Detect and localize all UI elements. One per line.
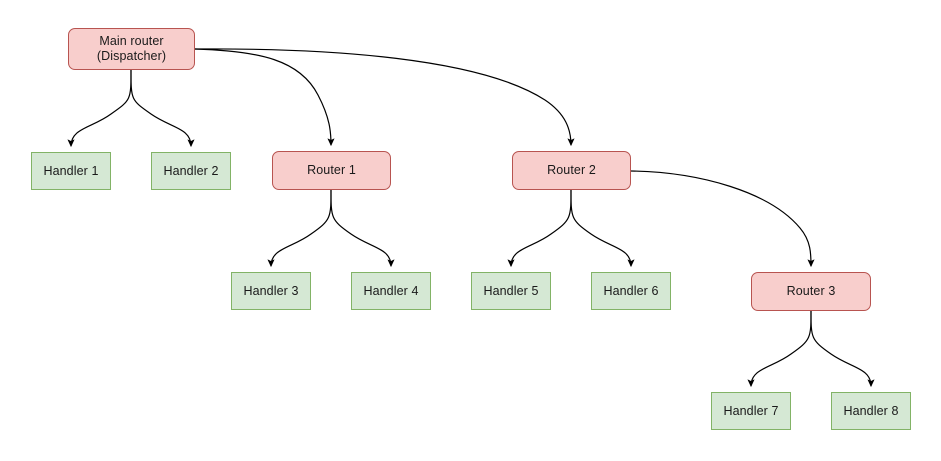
edge-router-1-to-handler-3 [267, 189, 332, 268]
node-label-handler-5: Handler 5 [483, 283, 539, 298]
edge-router-1-to-handler-4 [330, 189, 395, 268]
edge-router-2-to-handler-5 [507, 189, 572, 268]
node-main-router[interactable]: Main router (Dispatcher) [68, 28, 195, 70]
edge-router-2-to-handler-6 [570, 189, 635, 268]
node-router-2[interactable]: Router 2 [512, 151, 631, 190]
node-handler-3[interactable]: Handler 3 [231, 272, 311, 310]
node-label-handler-1: Handler 1 [43, 163, 99, 178]
edge-main-to-router-1 [194, 48, 335, 147]
node-label-router-2: Router 2 [547, 163, 596, 177]
node-label-handler-4: Handler 4 [363, 283, 419, 298]
edge-router-2-to-router-3 [630, 170, 815, 268]
edge-router-3-to-handler-8 [810, 310, 875, 388]
node-label-router-1: Router 1 [307, 163, 356, 177]
node-handler-1[interactable]: Handler 1 [31, 152, 111, 190]
node-handler-8[interactable]: Handler 8 [831, 392, 911, 430]
node-label-handler-7: Handler 7 [723, 403, 779, 418]
edge-main-to-router-2 [194, 48, 575, 147]
node-handler-4[interactable]: Handler 4 [351, 272, 431, 310]
node-router-3[interactable]: Router 3 [751, 272, 871, 311]
node-label-handler-8: Handler 8 [843, 403, 899, 418]
edge-main-to-handler-2 [130, 69, 195, 148]
node-handler-2[interactable]: Handler 2 [151, 152, 231, 190]
node-label-handler-6: Handler 6 [603, 283, 659, 298]
node-label-main-router: Main router (Dispatcher) [96, 34, 167, 63]
node-label-handler-3: Handler 3 [243, 283, 299, 298]
node-handler-5[interactable]: Handler 5 [471, 272, 551, 310]
edge-router-3-to-handler-7 [747, 310, 812, 388]
node-router-1[interactable]: Router 1 [272, 151, 391, 190]
node-label-router-3: Router 3 [786, 284, 836, 298]
edge-main-to-handler-1 [67, 69, 132, 148]
node-handler-6[interactable]: Handler 6 [591, 272, 671, 310]
node-handler-7[interactable]: Handler 7 [711, 392, 791, 430]
node-label-handler-2: Handler 2 [163, 163, 219, 178]
